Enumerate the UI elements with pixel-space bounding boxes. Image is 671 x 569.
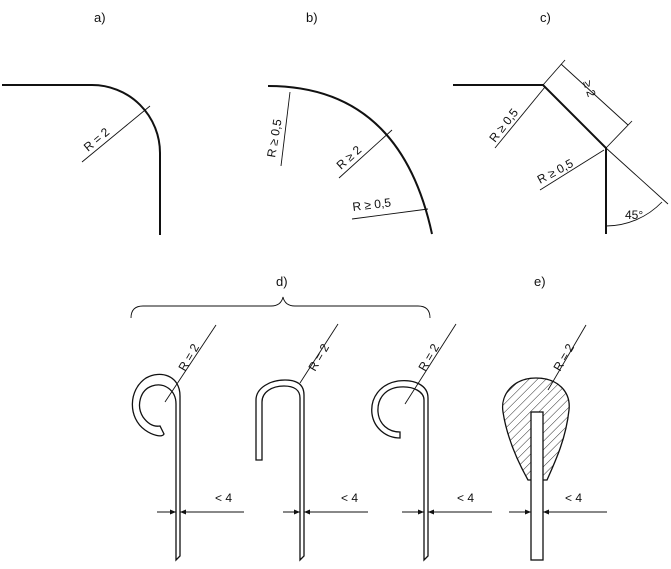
panel-c: c) ≥ 2 R ≥ 0,5 R ≥ 0,5 45°: [453, 10, 669, 234]
hook-2: R = 2 < 4: [255, 323, 368, 562]
hook-1: R = 2 < 4: [131, 324, 244, 562]
panel-b-radius-leader-2: [338, 129, 393, 179]
panel-b-radius-label-3: R ≥ 0,5: [352, 195, 392, 214]
panel-c-angle-ref-line: [605, 147, 669, 205]
hook-3-gap-label: < 4: [457, 491, 474, 505]
panel-d-label: d): [276, 274, 288, 289]
panel-e-gap-label: < 4: [565, 491, 582, 505]
hook-2-radius-label: R = 2: [305, 341, 332, 373]
panel-c-angle-arc: [605, 201, 663, 227]
panel-a: a) R = 2: [2, 10, 161, 235]
panel-d-group-brace: [130, 296, 431, 319]
panel-a-label: a): [94, 10, 106, 25]
hook-1-arrow-left: [170, 509, 176, 515]
hook-1-arrow-right: [180, 509, 186, 515]
hook-3-wire: [371, 379, 429, 562]
panel-c-ext-line-2: [605, 120, 633, 149]
panel-c-ext-line-1: [542, 59, 566, 86]
panel-b: b) R ≥ 0,5 R ≥ 2 R ≥ 0,5: [264, 10, 433, 235]
panel-c-radius-leader-1: [494, 86, 546, 149]
panel-c-chamfer-label: ≥ 2: [580, 79, 599, 99]
panel-e-radius-leader: [547, 324, 587, 391]
panel-b-radius-label-2: R ≥ 2: [334, 142, 365, 172]
panel-c-radius-label-2: R ≥ 0,5: [535, 156, 576, 187]
panel-e-label: e): [534, 274, 546, 289]
panel-e-arrow-right: [543, 509, 549, 515]
panel-c-chamfer-dimension: [560, 63, 629, 126]
hook-3-arrow-right: [428, 509, 434, 515]
panel-b-radius-label-1: R ≥ 0,5: [264, 118, 285, 159]
hook-2-gap-label: < 4: [341, 491, 358, 505]
hook-3-radius-leader: [404, 323, 457, 405]
panel-c-radius-label-1: R ≥ 0,5: [486, 106, 521, 145]
panel-c-label: c): [540, 10, 551, 25]
hook-1-gap-label: < 4: [215, 491, 232, 505]
panel-e-insert-strip: [530, 411, 544, 561]
hook-2-arrow-right: [304, 509, 310, 515]
panel-e-arrow-left: [525, 509, 531, 515]
panel-d: d) R = 2 < 4 R = 2 < 4 R: [130, 274, 492, 562]
hook-2-wire: [255, 379, 305, 562]
panel-b-radius-leader-1: [280, 91, 291, 167]
panel-c-chamfered-edge: [453, 84, 607, 234]
panel-a-radius-leader: [81, 105, 151, 163]
hook-3: R = 2 < 4: [371, 323, 492, 562]
hook-2-radius-leader: [299, 323, 339, 384]
hook-1-radius-leader: [164, 324, 217, 403]
hook-3-arrow-left: [418, 509, 424, 515]
panel-b-label: b): [306, 10, 318, 25]
hook-1-wire: [131, 373, 181, 562]
panel-c-angle-label: 45°: [625, 208, 643, 222]
panel-a-rounded-edge: [2, 84, 161, 235]
panel-c-radius-leader-2: [539, 149, 605, 191]
hook-2-arrow-left: [294, 509, 300, 515]
panel-b-radius-leader-3: [351, 208, 429, 220]
hook-3-radius-label: R = 2: [415, 341, 442, 373]
panel-e: e) R = 2 < 4: [502, 274, 607, 561]
panel-b-curved-edge: [267, 85, 433, 235]
hook-1-radius-label: R = 2: [175, 341, 202, 373]
